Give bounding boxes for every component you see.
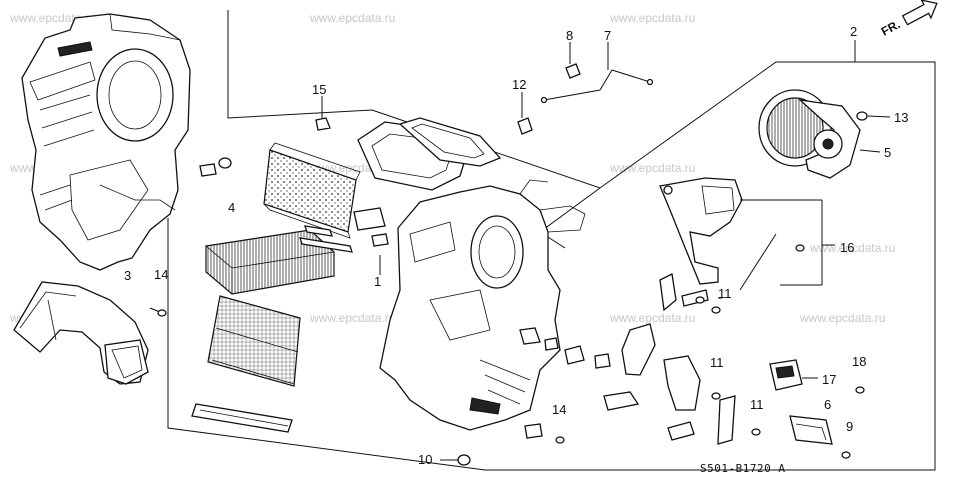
clips [199, 157, 232, 177]
callout-14: 14 [154, 267, 168, 282]
control-cable [540, 42, 654, 104]
grommet [517, 92, 533, 135]
callout-11: 11 [718, 286, 732, 301]
heater-core [205, 225, 353, 295]
callout-15: 15 [312, 82, 326, 97]
callout-9: 9 [846, 419, 853, 434]
callout-18: 18 [852, 354, 866, 369]
watermark: www.epcdata.ru [799, 311, 885, 325]
screw [711, 392, 721, 400]
blower-housing [21, 13, 191, 271]
callout-14: 14 [552, 402, 566, 417]
blower-resistor [789, 415, 833, 445]
small-parts [519, 327, 611, 439]
air-filter [207, 295, 301, 387]
callouts: 1 2 3 4 5 6 7 8 9 10 11 11 11 11 12 13 1… [124, 24, 908, 467]
sensor-connector [769, 359, 818, 391]
callout-12: 12 [512, 77, 526, 92]
callout-11: 11 [710, 355, 724, 370]
callout-6: 6 [824, 397, 831, 412]
screw [856, 111, 891, 121]
callout-1: 1 [374, 274, 381, 289]
watermark: www.epcdata.ru [609, 311, 695, 325]
callout-17: 17 [822, 372, 836, 387]
filter-cover [191, 403, 293, 433]
diagram-code: S501-B1720 A [700, 462, 785, 475]
callout-8: 8 [566, 28, 573, 43]
grommet [565, 42, 581, 79]
gaskets [357, 117, 502, 191]
screw [751, 428, 761, 436]
links [603, 273, 736, 445]
callout-4: 4 [228, 200, 235, 215]
callout-11: 11 [750, 397, 764, 412]
watermark: www.epcdata.ru [609, 11, 695, 25]
watermark: www.epcdata.ru [609, 161, 695, 175]
callout-16: 16 [840, 240, 854, 255]
screw [695, 296, 722, 314]
callout-2: 2 [850, 24, 857, 39]
screw [841, 451, 851, 459]
callout-5: 5 [884, 145, 891, 160]
evaporator-cover [263, 142, 361, 239]
foot-duct [13, 281, 149, 385]
callout-7: 7 [604, 28, 611, 43]
mode-bracket [353, 207, 389, 275]
watermark: www.epcdata.ru [309, 11, 395, 25]
front-direction-label: FR. [879, 17, 903, 38]
screw [149, 307, 167, 317]
screw [440, 454, 471, 466]
callout-3: 3 [124, 268, 131, 283]
front-direction-indicator: FR. [879, 0, 938, 39]
screw [555, 436, 565, 444]
blower-motor [758, 89, 881, 179]
mode-actuator [659, 177, 835, 291]
heater-unit [379, 179, 586, 431]
callout-13: 13 [894, 110, 908, 125]
screw [855, 386, 865, 394]
callout-10: 10 [418, 452, 432, 467]
watermark: www.epcdata.ru [309, 311, 395, 325]
